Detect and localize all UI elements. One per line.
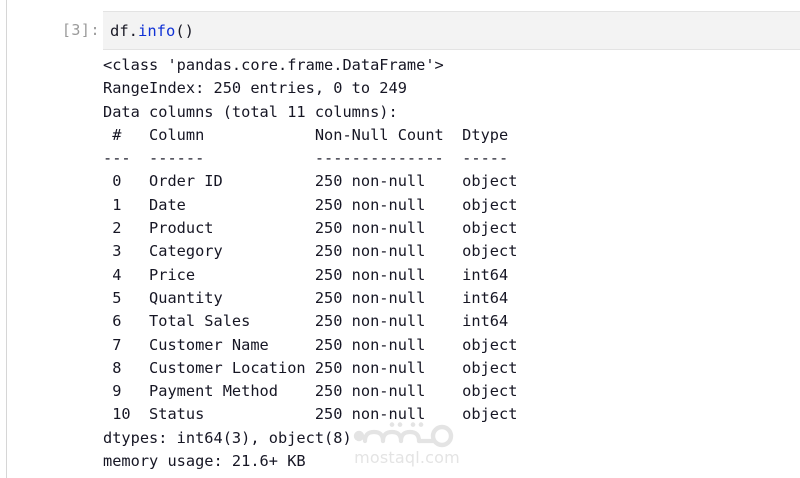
output-stream-text: <class 'pandas.core.frame.DataFrame'> Ran… [103,54,800,473]
output-line-table-separator: --- ------ -------------- ----- [103,149,509,168]
output-line-memory-usage: memory usage: 21.6+ KB [103,452,306,471]
notebook-gutter-rule [6,0,7,478]
output-line-dtypes: dtypes: int64(3), object(8) [103,428,352,447]
table-row: 8 Customer Location 250 non-null object [103,358,518,377]
code-token-method: info [138,22,176,40]
code-token-dot: . [128,22,139,40]
code-token-object: df [110,22,129,40]
table-row: 5 Quantity 250 non-null int64 [103,288,518,307]
output-line-table-header: # Column Non-Null Count Dtype [103,125,518,144]
table-row: 10 Status 250 non-null object [103,405,518,424]
code-cell-input[interactable]: [3]: df.info() [0,11,800,50]
table-row: 4 Price 250 non-null int64 [103,265,518,284]
table-row: 1 Date 250 non-null object [103,195,518,214]
table-row: 0 Order ID 250 non-null object [103,172,518,191]
code-token-parens: () [175,22,195,40]
execution-count-prompt: [3]: [61,21,100,39]
table-row: 7 Customer Name 250 non-null object [103,335,518,354]
table-row: 3 Category 250 non-null object [103,242,518,261]
table-row: 2 Product 250 non-null object [103,219,518,238]
output-line-datacolumns: Data columns (total 11 columns): [103,102,398,121]
table-row: 6 Total Sales 250 non-null int64 [103,312,518,331]
code-line[interactable]: df.info() [110,21,194,42]
table-row: 9 Payment Method 250 non-null object [103,382,518,401]
code-editor-area[interactable]: df.info() [103,11,800,50]
output-line-class: <class 'pandas.core.frame.DataFrame'> [103,56,444,74]
output-line-rangeindex: RangeIndex: 250 entries, 0 to 249 [103,79,407,98]
code-cell-output: <class 'pandas.core.frame.DataFrame'> Ran… [103,54,800,473]
